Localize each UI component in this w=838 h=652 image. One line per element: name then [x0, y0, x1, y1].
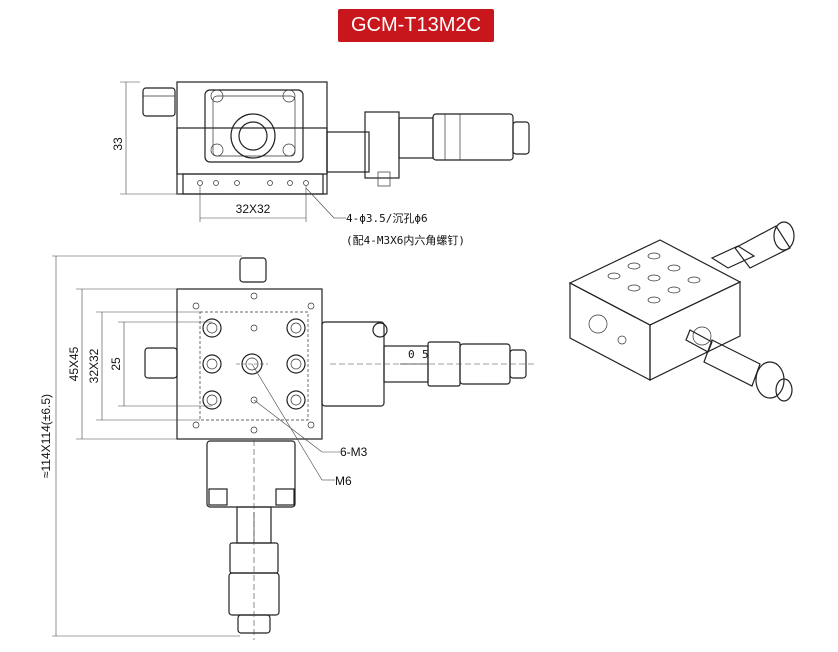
hole-note-line1: 4-ϕ3.5/沉孔ϕ6: [346, 212, 428, 225]
dim-33-label: 33: [111, 137, 125, 151]
top-view: 33 32X32 4-ϕ3.5/沉孔ϕ6 (配4-M3X6内六角螺钉): [111, 81, 530, 247]
dim-32x32-top-label: 32X32: [236, 202, 271, 216]
label-6-m3: 6-M3: [340, 445, 368, 459]
front-view: 0 5 6-M3 M6 ≈114X114(±6.5) 45X45: [39, 255, 535, 640]
isometric-view: [568, 221, 795, 402]
dim-25-label: 25: [109, 357, 123, 371]
label-m6: M6: [335, 474, 352, 488]
scale-0-label: 0: [408, 348, 415, 361]
scale-5-label: 5: [422, 348, 429, 361]
model-title-badge: GCM-T13M2C: [338, 9, 494, 42]
dim-32x32-front-label: 32X32: [87, 348, 101, 383]
hole-note-line2: (配4-M3X6内六角螺钉): [346, 233, 465, 247]
dim-45x45-label: 45X45: [67, 346, 81, 381]
dim-114-label: ≈114X114(±6.5): [39, 394, 53, 478]
